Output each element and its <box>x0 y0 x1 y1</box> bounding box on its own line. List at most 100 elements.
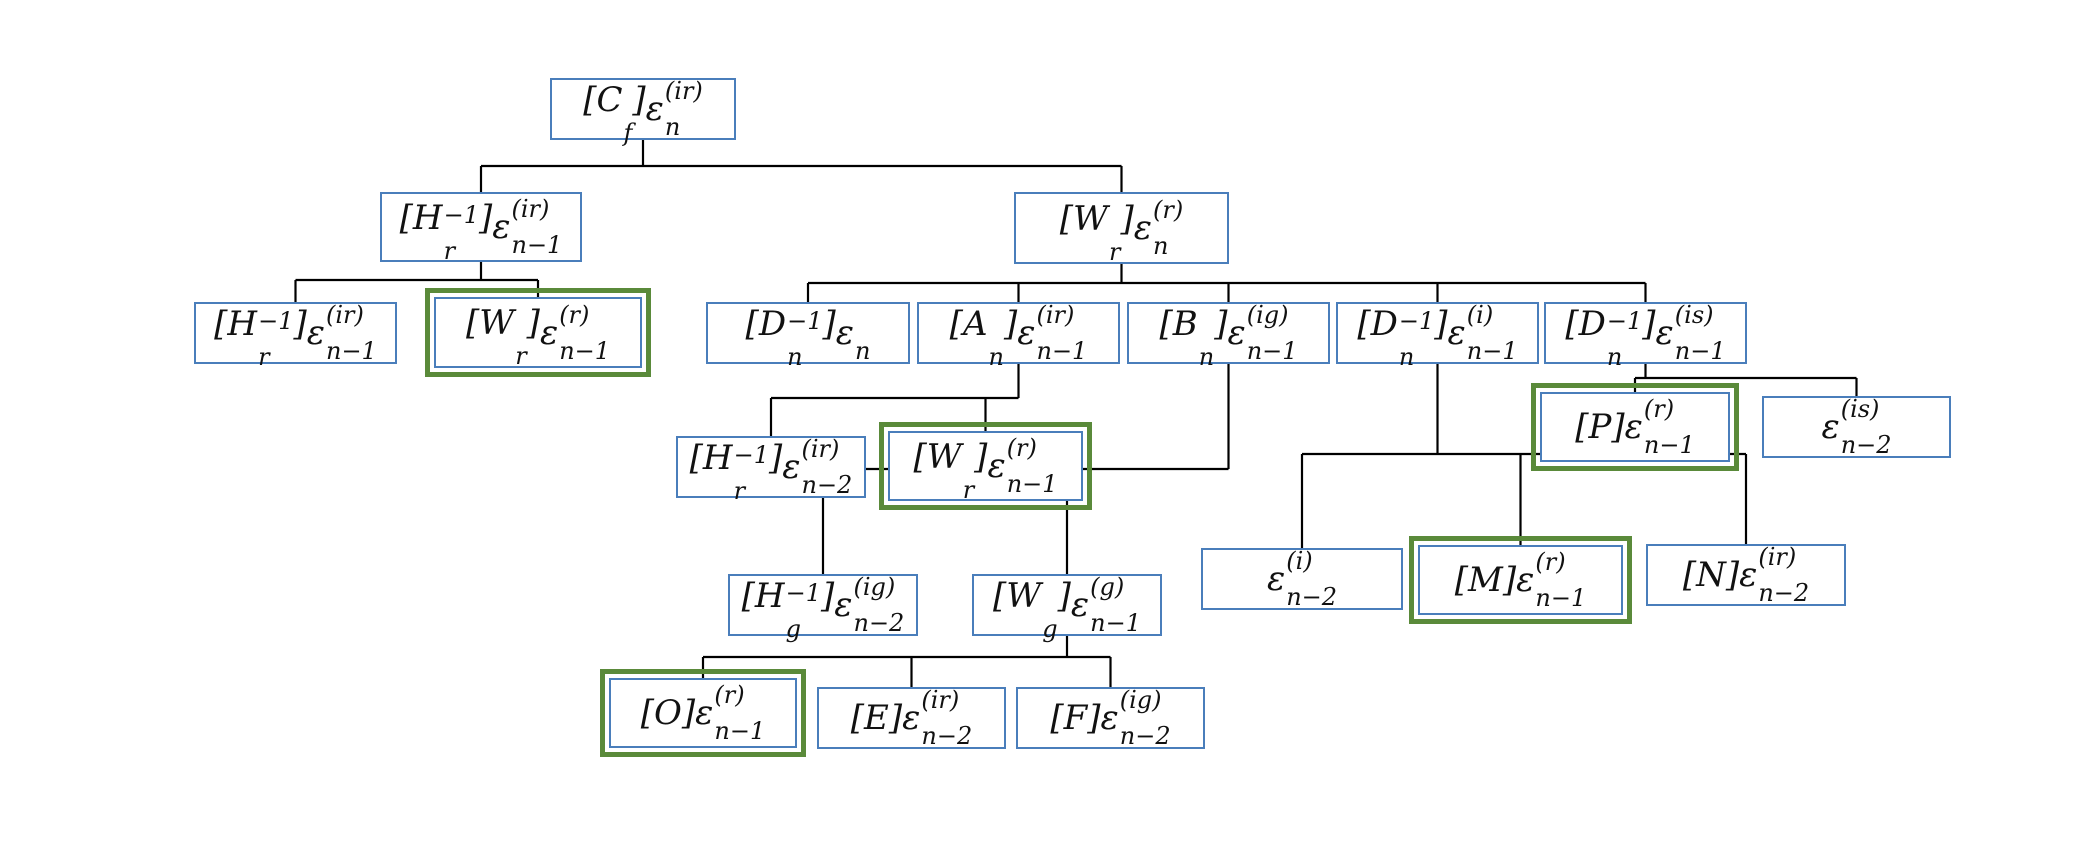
node-expression: [W r]ε(r)n−1 <box>913 434 1058 504</box>
epsilon-symbol: ε <box>1516 560 1535 600</box>
subscript: n <box>664 113 681 141</box>
superscript: (i) <box>1286 547 1313 575</box>
subscript: n−1 <box>1466 337 1518 365</box>
node-expression: [C f]ε(ir) n <box>583 77 703 147</box>
superscript: (ir) <box>1036 301 1075 329</box>
matrix-operator: [M] <box>1454 560 1517 600</box>
node-ei: ε(i) n−2 <box>1201 548 1403 610</box>
superscript: (ir) <box>1758 543 1797 571</box>
node-wr2: [W r]ε(r)n−1 <box>425 288 651 377</box>
superscript: (r) <box>1153 196 1184 224</box>
matrix-operator: [W r] <box>913 436 988 504</box>
epsilon-symbol: ε <box>1655 313 1674 353</box>
superscript: (ig) <box>1119 686 1162 714</box>
superscript: (ir) <box>801 435 840 463</box>
node-p: [P]ε(r) n−1 <box>1531 383 1739 471</box>
superscript: (is) <box>1840 395 1880 423</box>
matrix-operator: [W g] <box>993 575 1071 643</box>
node-root: [C f]ε(ir) n <box>550 77 736 147</box>
superscript: (g) <box>1090 573 1125 601</box>
superscript: (r) <box>1643 395 1675 423</box>
epsilon-symbol: ε <box>834 585 853 625</box>
matrix-operator: [P] <box>1575 407 1625 447</box>
epsilon-symbol: ε <box>1739 555 1758 595</box>
epsilon-symbol: ε <box>1133 208 1152 248</box>
epsilon-symbol: ε <box>645 89 664 129</box>
subscript: n−1 <box>1674 337 1726 365</box>
subscript: n−1 <box>1090 609 1141 637</box>
subscript: n−1 <box>1006 470 1058 498</box>
node-expression: [N]ε(ir) n−2 <box>1682 545 1809 605</box>
superscript: (r) <box>1006 434 1037 462</box>
matrix-operator: [A n] <box>949 303 1018 371</box>
node-expression: [M]ε(r)n−1 <box>1454 550 1586 610</box>
matrix-operator: [O] <box>640 693 696 733</box>
node-expression: [E]ε(ir)n−2 <box>850 688 972 748</box>
node-expression: [O]ε(r)n−1 <box>640 683 766 743</box>
epsilon-symbol: ε <box>1624 407 1643 447</box>
node-wr1: [W r]ε(r) n <box>1014 192 1229 264</box>
node-an: [A n]ε(ir) n−1 <box>917 301 1120 371</box>
subscript: n−2 <box>1840 431 1892 459</box>
matrix-operator: [C f] <box>583 79 646 147</box>
subscript: n−1 <box>714 717 766 745</box>
superscript: (r) <box>559 300 590 329</box>
node-nn: [N]ε(ir) n−2 <box>1646 544 1846 606</box>
subscript: n−2 <box>853 609 905 637</box>
subscript: n−1 <box>1036 337 1088 365</box>
node-f: [F]ε(ig)n−2 <box>1016 687 1205 749</box>
subscript: n−2 <box>1286 583 1338 611</box>
matrix-operator: [N] <box>1682 555 1740 595</box>
subscript: n−1 <box>511 231 563 259</box>
epsilon-symbol: ε <box>835 313 854 353</box>
node-bn: [B n]ε(ig)n−1 <box>1127 301 1330 369</box>
node-eis: ε(is) n−2 <box>1762 396 1951 458</box>
subscript: n−1 <box>1643 431 1695 459</box>
matrix-operator: [F] <box>1050 698 1101 738</box>
superscript: (ir) <box>325 301 364 329</box>
epsilon-symbol: ε <box>1266 559 1286 599</box>
matrix-operator: [W r] <box>1059 198 1134 266</box>
node-expression: [P]ε(r) n−1 <box>1575 397 1695 457</box>
node-expression: [W r]ε(r)n−1 <box>466 300 611 369</box>
epsilon-symbol: ε <box>1821 407 1840 447</box>
subscript: n−2 <box>1758 579 1810 607</box>
subscript: n <box>1153 232 1169 260</box>
subscript: n−1 <box>559 336 611 365</box>
matrix-operator: [E] <box>850 698 903 738</box>
epsilon-symbol: ε <box>1100 698 1119 738</box>
superscript: (ir) <box>664 77 703 105</box>
epsilon-symbol: ε <box>1227 313 1246 353</box>
subscript: n−1 <box>1246 337 1298 365</box>
epsilon-symbol: ε <box>306 313 325 353</box>
epsilon-symbol: ε <box>1447 313 1466 353</box>
node-expression: [W r]ε(r) n <box>1059 196 1184 266</box>
superscript: (is) <box>1674 301 1714 329</box>
node-expression: [B n]ε(ig)n−1 <box>1159 301 1298 369</box>
superscript: (ig) <box>1246 301 1289 329</box>
subscript: n−1 <box>1535 584 1587 612</box>
node-m: [M]ε(r)n−1 <box>1409 536 1632 624</box>
epsilon-symbol: ε <box>1070 585 1090 625</box>
epsilon-symbol: ε <box>782 447 801 487</box>
epsilon-symbol: ε <box>1017 313 1036 353</box>
superscript: (ir) <box>511 195 550 223</box>
epsilon-symbol: ε <box>902 698 921 738</box>
